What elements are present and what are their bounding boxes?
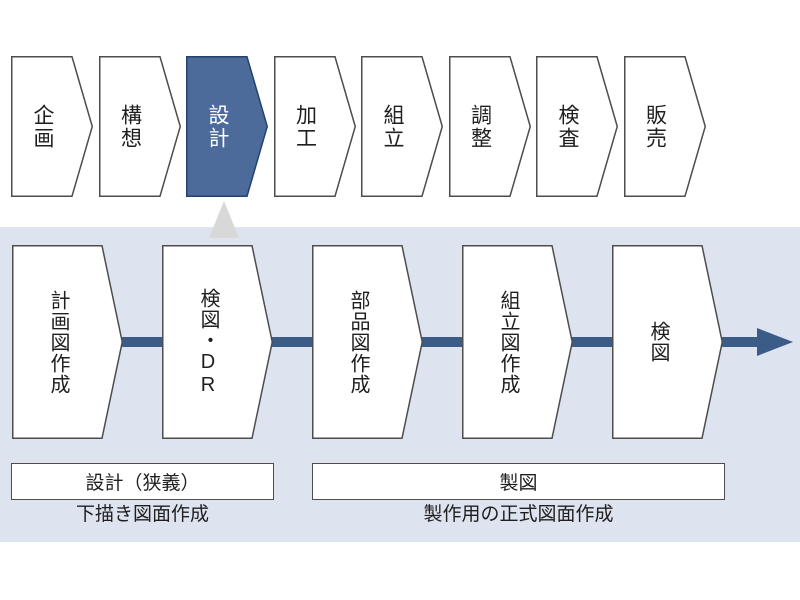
group-box-drafting-label: 製図: [499, 473, 538, 494]
arrow-pentagon-icon: [11, 56, 93, 197]
arrow-pentagon-icon: [12, 245, 123, 439]
design-phase-band: 計画図作成 検図・DR 部品図作成: [0, 227, 800, 542]
arrow-pentagon-icon: [361, 56, 443, 197]
arrow-pentagon-icon: [98, 56, 181, 197]
design-step-label: 部品図作成: [347, 289, 369, 395]
process-step-label: 販売: [643, 103, 667, 150]
arrow-pentagon-icon: [448, 56, 531, 197]
callout-triangle-icon: [209, 201, 239, 238]
design-step-label: 検図: [647, 321, 669, 363]
arrow-pentagon-icon: [273, 56, 356, 197]
design-step-shape: 計画図作成: [12, 245, 123, 439]
process-step-shape: 構想: [98, 56, 181, 197]
design-step-shape: 検図・DR: [162, 245, 273, 439]
process-step-shape: 加工: [273, 56, 356, 197]
process-step-label: 設計: [206, 103, 229, 150]
process-step-shape: 検査: [536, 56, 618, 197]
caption-draft-drawings: 下描き図面作成: [75, 504, 209, 525]
group-box-design-narrow: 設計（狭義）: [11, 463, 274, 500]
arrow-pentagon-icon: [623, 56, 706, 197]
design-step-label: 計画図作成: [47, 289, 69, 395]
arrow-pentagon-icon: [612, 245, 723, 439]
process-step-label: 調整: [468, 103, 492, 150]
process-step-label: 構想: [118, 103, 142, 150]
process-step-label: 検査: [556, 103, 579, 150]
process-step-shape: 調整: [448, 56, 531, 197]
arrow-pentagon-icon: [462, 245, 573, 439]
design-step-label: 検図・DR: [197, 287, 219, 397]
design-step-shape: 部品図作成: [312, 245, 423, 439]
caption-official-drawings: 製作用の正式図面作成: [423, 504, 614, 525]
design-steps-row: 計画図作成 検図・DR 部品図作成: [12, 245, 723, 439]
arrow-pentagon-icon: [162, 245, 273, 439]
process-step-label: 企画: [31, 103, 54, 150]
process-step-shape: 企画: [11, 56, 93, 197]
design-step-shape: 検図: [612, 245, 723, 439]
design-step-label: 組立図作成: [497, 289, 519, 395]
process-step-shape: 組立: [361, 56, 443, 197]
process-step-shape: 販売: [623, 56, 706, 197]
flow-arrow-head-icon: [757, 328, 793, 356]
process-step-shape: 設計: [186, 56, 268, 197]
process-step-label: 加工: [293, 103, 317, 150]
arrow-pentagon-icon: [186, 56, 268, 197]
process-step-label: 組立: [381, 103, 404, 150]
main-process-row: 企画 構想 設計 加工: [11, 56, 706, 197]
arrow-pentagon-icon: [536, 56, 618, 197]
design-step-shape: 組立図作成: [462, 245, 573, 439]
arrow-pentagon-icon: [312, 245, 423, 439]
group-box-drafting: 製図: [312, 463, 725, 500]
group-box-design-narrow-label: 設計（狭義）: [85, 473, 200, 494]
